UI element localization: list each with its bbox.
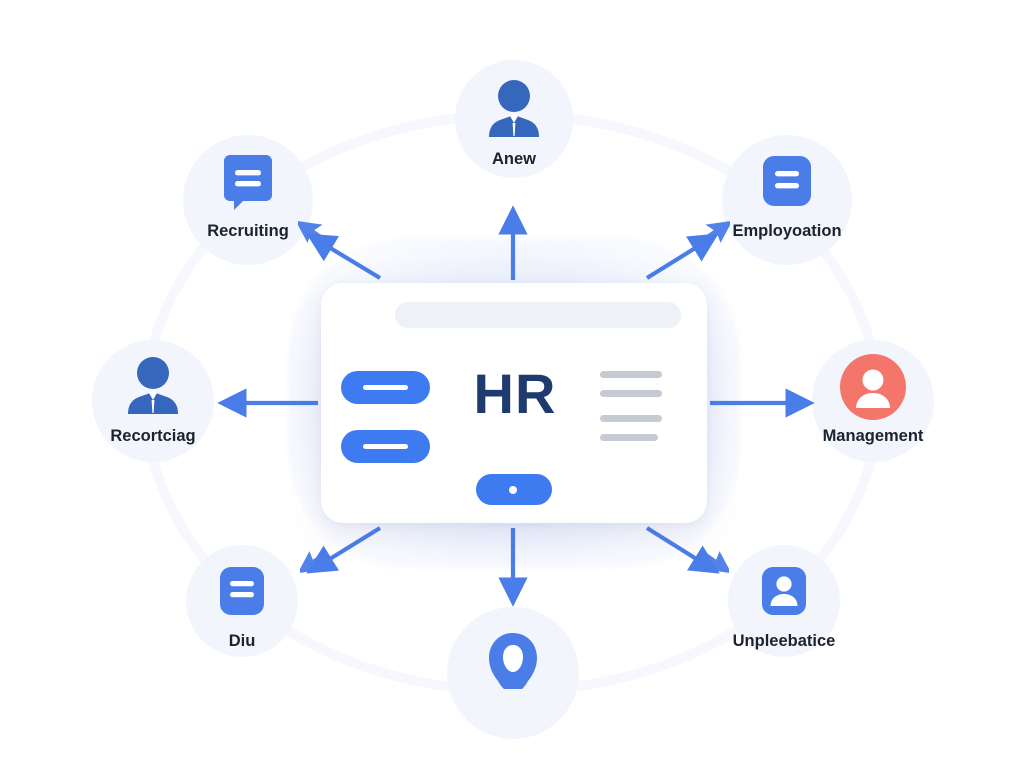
menu-pill-1[interactable]: [341, 371, 430, 404]
document-card-icon: [142, 560, 342, 624]
text-line-1: [600, 371, 662, 378]
node-label-recruiting: Recruiting: [207, 222, 289, 240]
node-bottom-person[interactable]: [413, 630, 613, 702]
cursor-pointer-icon: [704, 220, 730, 243]
cursor-pointer-icon: [298, 220, 324, 243]
node-label-management: Management: [822, 427, 924, 445]
node-employoation[interactable]: Employoation: [687, 150, 887, 241]
cursor-pointer-icon: [300, 551, 326, 574]
text-line-2: [600, 390, 662, 397]
toggle-pill[interactable]: [476, 474, 552, 505]
user-silhouette-icon: [413, 630, 613, 694]
cursor-pointer-icon: [703, 551, 729, 574]
address-bar[interactable]: [395, 302, 681, 328]
node-label-employoation: Employoation: [732, 222, 842, 240]
speech-bubble-icon: [148, 150, 348, 214]
hr-title: HR: [473, 362, 557, 425]
node-label-anew: Anew: [491, 150, 536, 168]
node-label-unpleebatice: Unpleebatice: [732, 632, 836, 650]
user-circle-icon: [773, 354, 973, 420]
user-card-icon: [684, 560, 884, 624]
node-management[interactable]: Management: [773, 354, 973, 446]
text-line-4: [600, 434, 658, 441]
businessman-tie-icon: [414, 78, 614, 142]
menu-pill-2[interactable]: [341, 430, 430, 463]
node-recruiting[interactable]: Recruiting: [148, 150, 348, 241]
node-anew[interactable]: Anew: [414, 78, 614, 169]
node-unpleebatice[interactable]: Unpleebatice: [684, 560, 884, 651]
node-label-diu: Diu: [228, 632, 256, 650]
text-line-3: [600, 415, 662, 422]
text-lines-group: [600, 371, 666, 453]
node-diu[interactable]: Diu: [142, 560, 342, 651]
node-recortciag[interactable]: Recortciag: [53, 355, 253, 446]
businessman-tie-icon: [53, 355, 253, 419]
node-label-recortciag: Recortciag: [110, 427, 196, 445]
document-card-icon: [687, 150, 887, 214]
